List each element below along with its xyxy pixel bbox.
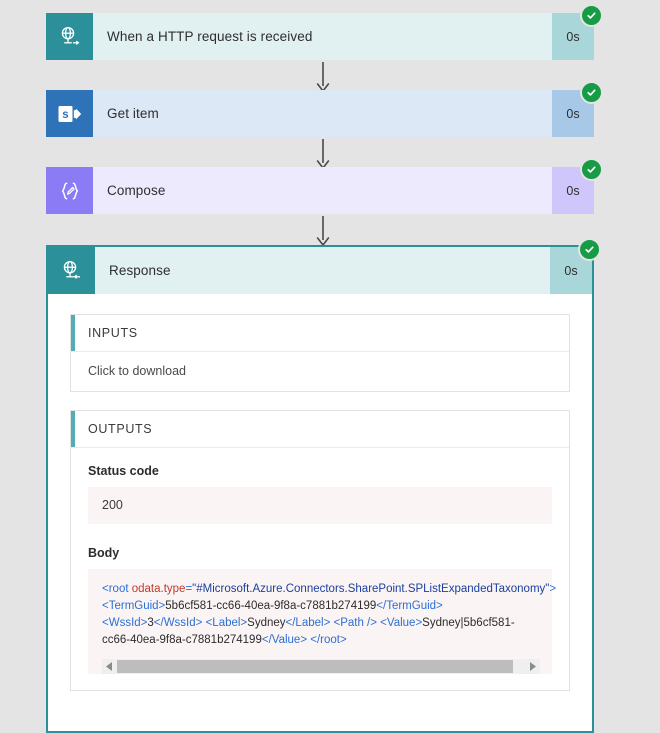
scrollbar-thumb[interactable] (117, 660, 513, 673)
workflow-step-card-http-trigger[interactable]: When a HTTP request is received 0s (46, 4, 603, 60)
workflow-run-canvas: When a HTTP request is received 0s s Get… (46, 4, 603, 733)
scroll-left-arrow[interactable] (102, 659, 117, 674)
outputs-section-header: OUTPUTS (71, 411, 569, 448)
body-xml-line: cc66-40ea-9f8a-c7881b274199</Value> </ro… (102, 634, 347, 646)
workflow-step-title: Get item (93, 90, 552, 137)
connector-arrow-3 (313, 216, 333, 246)
outputs-section: OUTPUTS Status code 200 Body <root odata… (70, 410, 570, 691)
status-badge-succeeded (580, 158, 603, 181)
response-details-panel: INPUTS Click to download OUTPUTS Status … (48, 294, 592, 731)
status-code-label: Status code (88, 464, 159, 478)
outputs-section-body: Status code 200 Body <root odata.type="#… (71, 448, 569, 690)
inputs-download-link[interactable]: Click to download (88, 364, 186, 378)
response-card-duration: 0s (550, 247, 592, 294)
compose-braces-icon (46, 167, 93, 214)
response-card-title: Response (95, 247, 550, 294)
body-xml-content: <root odata.type="#Microsoft.Azure.Conne… (102, 581, 557, 649)
status-badge-succeeded (578, 238, 601, 261)
workflow-step-card-get-item[interactable]: s Get item 0s (46, 81, 603, 137)
workflow-step-card-response[interactable]: Response 0s INPUTS Click to download OUT… (46, 238, 601, 733)
scrollbar-track[interactable] (117, 659, 525, 674)
sharepoint-icon: s (46, 90, 93, 137)
connector-arrow-1 (313, 62, 333, 92)
workflow-step-title: Compose (93, 167, 552, 214)
inputs-section: INPUTS Click to download (70, 314, 570, 392)
body-label: Body (88, 546, 120, 560)
globe-request-icon (46, 13, 93, 60)
workflow-step-title: When a HTTP request is received (93, 13, 552, 60)
body-xml-line: <root odata.type="#Microsoft.Azure.Conne… (102, 583, 557, 595)
scroll-right-arrow[interactable] (525, 659, 540, 674)
status-badge-succeeded (580, 81, 603, 104)
status-badge-succeeded (580, 4, 603, 27)
body-horizontal-scrollbar[interactable] (102, 659, 540, 674)
globe-response-icon (48, 247, 95, 294)
body-xml-viewer[interactable]: <root odata.type="#Microsoft.Azure.Conne… (88, 569, 557, 674)
body-xml-line: <TermGuid>5b6cf581-cc66-40ea-9f8a-c7881b… (102, 600, 443, 612)
inputs-section-header: INPUTS (71, 315, 569, 352)
body-xml-line: <WssId>3</WssId> <Label>Sydney</Label> <… (102, 617, 515, 629)
status-code-value: 200 (88, 487, 552, 524)
workflow-step-card-compose[interactable]: Compose 0s (46, 158, 603, 214)
response-card-header[interactable]: Response 0s (48, 238, 601, 294)
connector-arrow-2 (313, 139, 333, 169)
svg-text:s: s (62, 109, 68, 121)
